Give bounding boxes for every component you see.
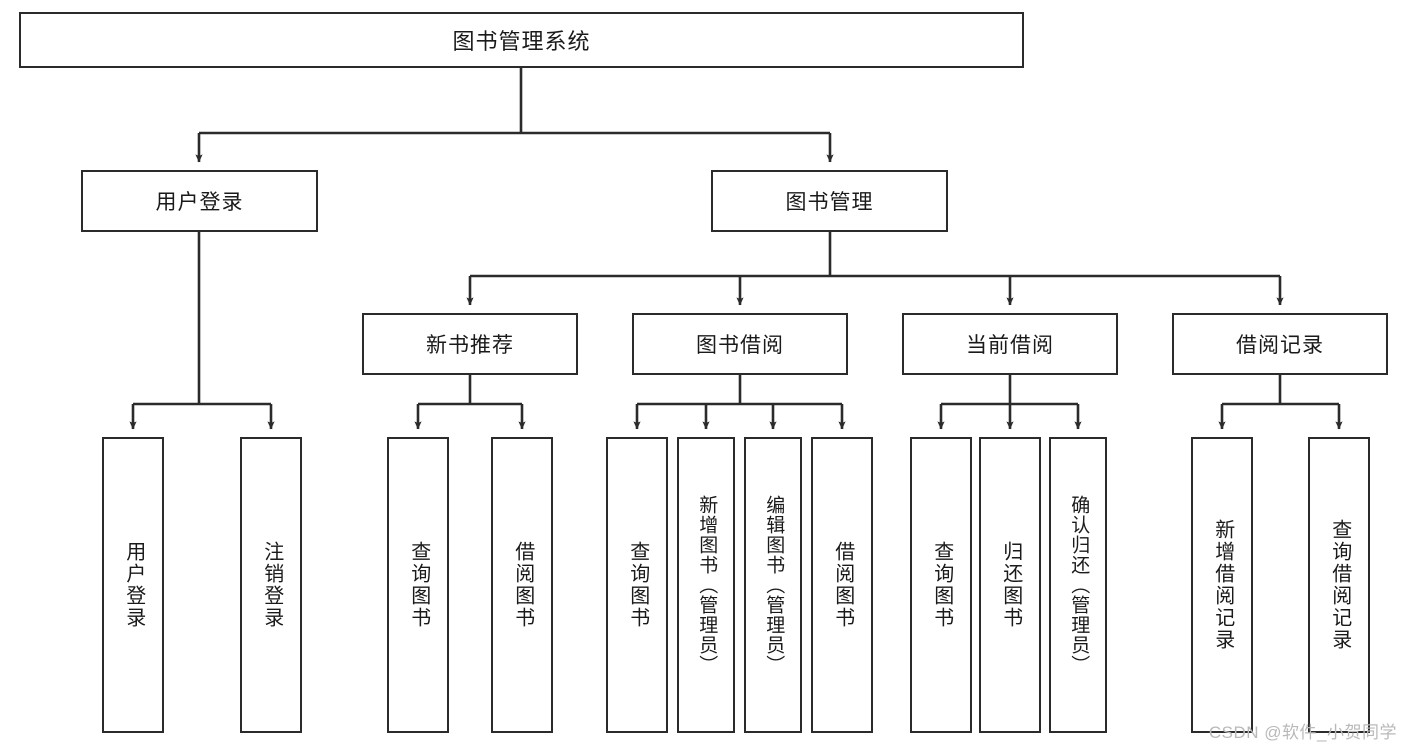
- node-book-management[interactable]: 图书管理: [711, 170, 948, 232]
- leaf-borrow-add-book-admin[interactable]: 新增图书（管理员）: [677, 437, 735, 733]
- leaf-current-confirm-return-admin[interactable]: 确认归还（管理员）: [1049, 437, 1107, 733]
- leaf-current-query-book[interactable]: 查询图书: [910, 437, 972, 733]
- node-current-borrow[interactable]: 当前借阅: [902, 313, 1118, 375]
- leaf-user-login-login[interactable]: 用户登录: [102, 437, 164, 733]
- leaf-current-return-book[interactable]: 归还图书: [979, 437, 1041, 733]
- leaf-record-add-borrow-record[interactable]: 新增借阅记录: [1191, 437, 1253, 733]
- node-book-borrow[interactable]: 图书借阅: [632, 313, 848, 375]
- leaf-new-book-borrow-book[interactable]: 借阅图书: [491, 437, 553, 733]
- leaf-user-login-logout[interactable]: 注销登录: [240, 437, 302, 733]
- leaf-record-query-borrow-record[interactable]: 查询借阅记录: [1308, 437, 1370, 733]
- leaf-borrow-query-book[interactable]: 查询图书: [606, 437, 668, 733]
- leaf-borrow-borrow-book[interactable]: 借阅图书: [811, 437, 873, 733]
- node-user-login[interactable]: 用户登录: [81, 170, 318, 232]
- watermark-label: CSDN @软件_小贺同学: [1208, 723, 1397, 742]
- node-new-book-recommend[interactable]: 新书推荐: [362, 313, 578, 375]
- node-root-system[interactable]: 图书管理系统: [19, 12, 1024, 68]
- node-borrow-record[interactable]: 借阅记录: [1172, 313, 1388, 375]
- leaf-new-book-query-book[interactable]: 查询图书: [387, 437, 449, 733]
- leaf-borrow-edit-book-admin[interactable]: 编辑图书（管理员）: [744, 437, 802, 733]
